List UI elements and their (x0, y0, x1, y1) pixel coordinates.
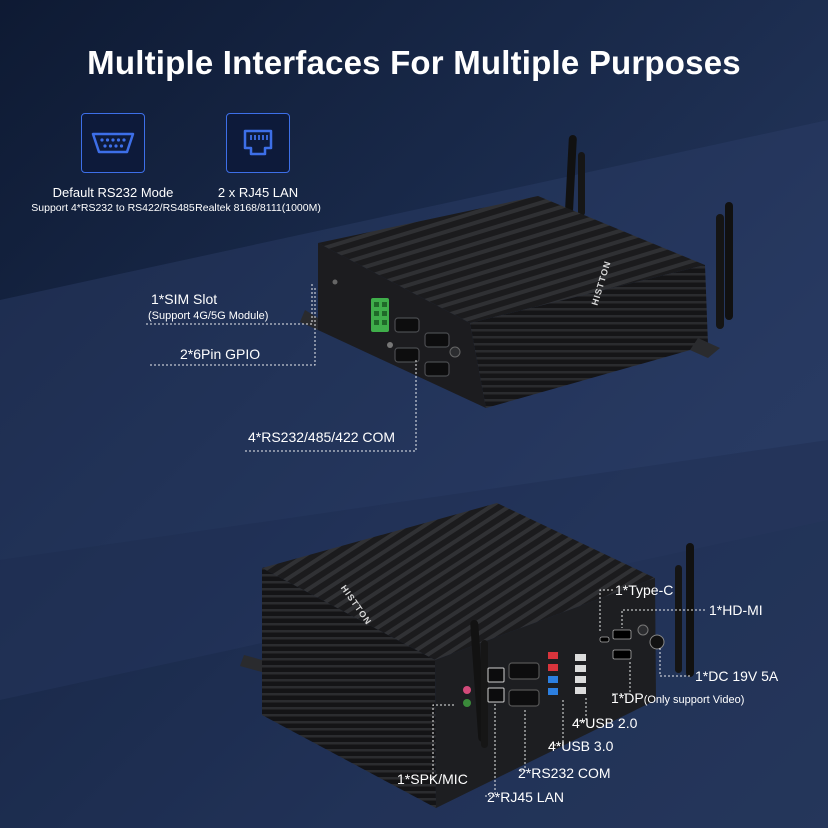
label-dp: 1*DP(Only support Video) (611, 690, 744, 706)
feature-title: Default RS232 Mode (52, 185, 174, 200)
label-gpio: 2*6Pin GPIO (180, 346, 261, 362)
label-sim-note: (Support 4G/5G Module) (148, 310, 269, 322)
feature-subtitle: Support 4*RS232 to RS422/RS485 (31, 202, 195, 214)
label-dp-main: 1*DP (611, 690, 644, 706)
feature-rs232: Default RS232 Mode Support 4*RS232 to RS… (22, 185, 204, 214)
ethernet-port-icon (226, 113, 290, 173)
label-spk: 1*SPK/MIC (397, 771, 468, 787)
serial-port-icon (81, 113, 145, 173)
label-typec: 1*Type-C (615, 582, 674, 598)
label-usb3: 4*USB 3.0 (548, 738, 614, 754)
label-dc: 1*DC 19V 5A (695, 668, 779, 684)
label-rs232: 2*RS232 COM (518, 765, 611, 781)
feature-subtitle: Realtek 8168/8111(1000M) (195, 202, 321, 214)
label-usb2: 4*USB 2.0 (572, 715, 638, 731)
feature-lan: 2 x RJ45 LAN Realtek 8168/8111(1000M) (195, 185, 321, 214)
label-sim: 1*SIM Slot (151, 291, 218, 307)
label-hdmi: 1*HD-MI (709, 602, 763, 618)
feature-title: 2 x RJ45 LAN (217, 185, 299, 200)
label-dp-note: (Only support Video) (643, 694, 745, 706)
label-lan: 2*RJ45 LAN (487, 789, 565, 805)
page-title: Multiple Interfaces For Multiple Purpose… (87, 44, 741, 81)
label-com: 4*RS232/485/422 COM (248, 429, 396, 445)
